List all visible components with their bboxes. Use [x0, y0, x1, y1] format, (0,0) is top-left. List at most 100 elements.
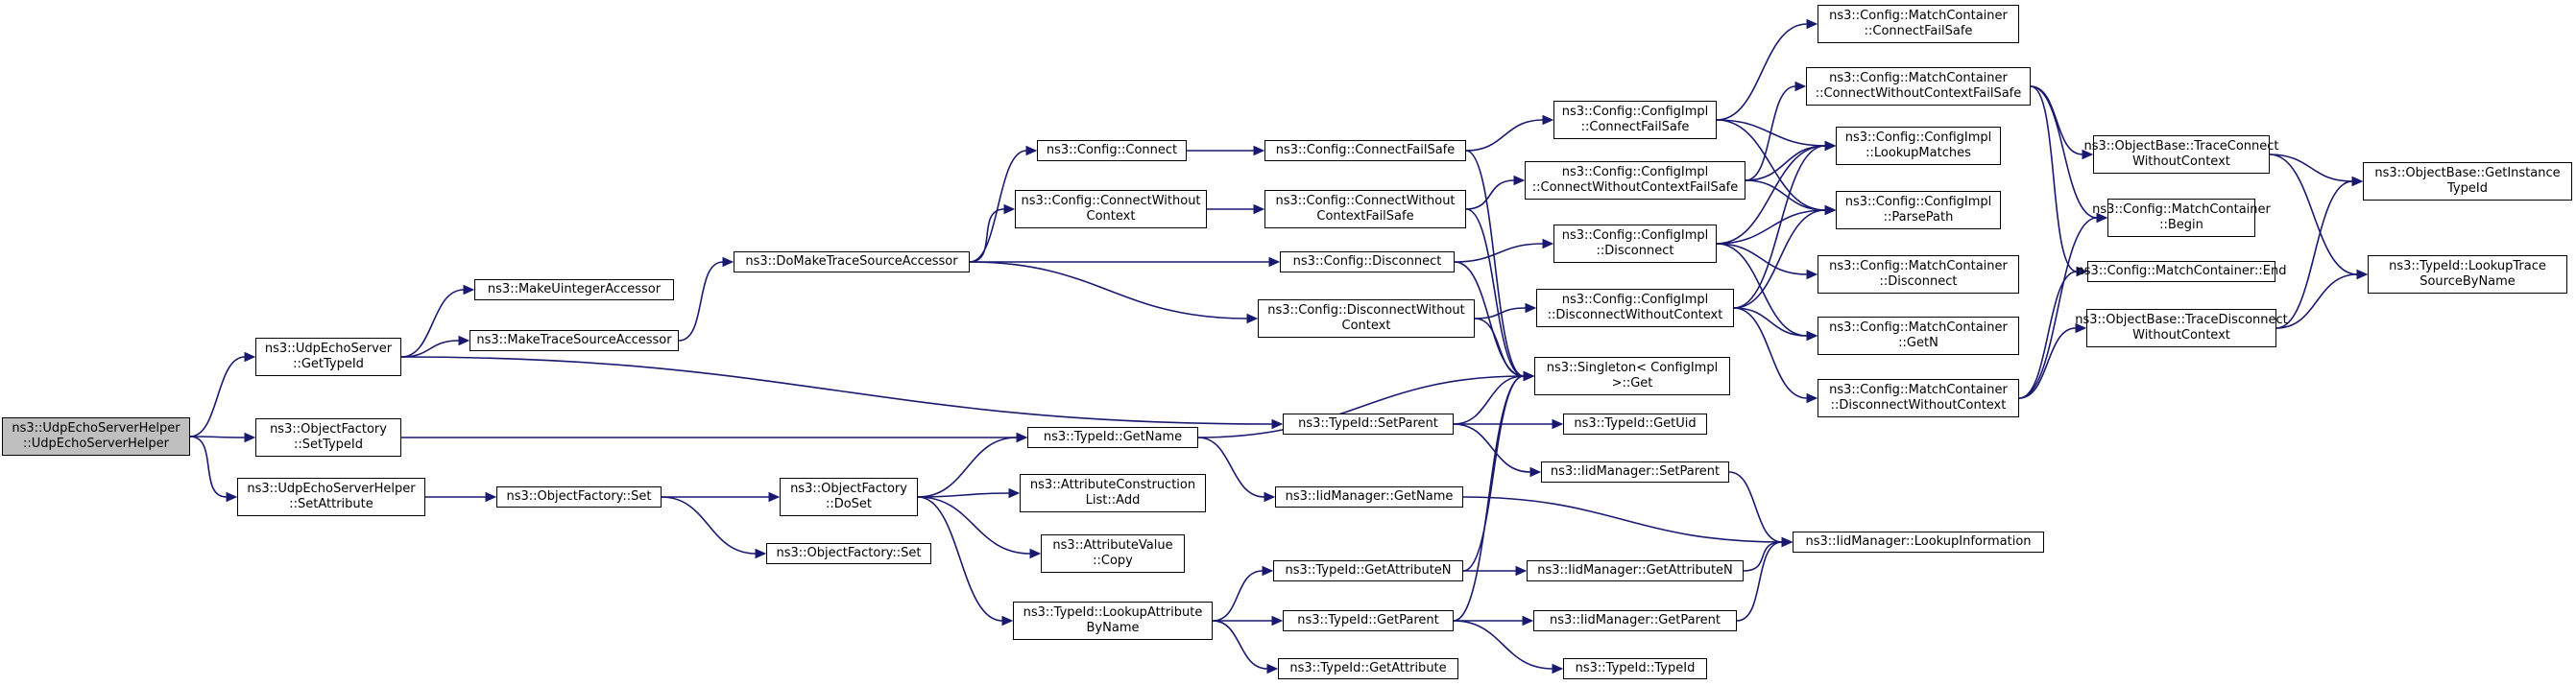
graph-edge-arrowhead	[1266, 663, 1279, 674]
graph-edge-configimpl-connectfailsafe-to-configimpl-parsepath	[1716, 119, 1826, 211]
graph-edge-arrowhead	[1542, 114, 1554, 126]
graph-node-label: SourceByName	[2420, 274, 2516, 289]
graph-node-attributevalue-copy[interactable]: ns3::AttributeValue::Copy	[1041, 534, 1185, 573]
graph-edge-arrowhead	[1271, 615, 1284, 627]
graph-node-config-connectfailsafe[interactable]: ns3::Config::ConnectFailSafe	[1264, 140, 1466, 161]
graph-node-label: ns3::TypeId::GetAttributeN	[1285, 563, 1452, 578]
graph-node-typeid-getname[interactable]: ns3::TypeId::GetName	[1027, 427, 1198, 448]
graph-node-typeid-getattribute[interactable]: ns3::TypeId::GetAttribute	[1278, 658, 1458, 679]
graph-edge-arrowhead	[1794, 81, 1807, 92]
graph-node-configimpl-lookupmatches[interactable]: ns3::Config::ConfigImpl::LookupMatches	[1836, 127, 2001, 165]
graph-edge-objectbase-traceconnectwithoutcontext-to-typeid-lookuptracesourcebyname	[2269, 154, 2358, 275]
graph-node-label: ns3::Config::ConnectWithout	[1021, 194, 1201, 208]
graph-node-typeid-setparent[interactable]: ns3::TypeId::SetParent	[1283, 414, 1454, 435]
graph-node-matchcontainer-disconnect[interactable]: ns3::Config::MatchContainer::Disconnect	[1818, 255, 2019, 294]
graph-node-objectfactory-set-b[interactable]: ns3::ObjectFactory::Set	[766, 543, 931, 564]
graph-edge-arrowhead	[2076, 266, 2088, 277]
graph-node-label: ns3::UdpEchoServerHelper	[12, 421, 181, 436]
graph-edge-matchcontainer-connectwithoutcontextfailsafe-to-matchcontainer-begin	[2030, 85, 2098, 219]
graph-node-label: ::ConnectWithoutContextFailSafe	[1815, 86, 2022, 101]
graph-node-udpechoserverhelper-ctor: ns3::UdpEchoServerHelper::UdpEchoServerH…	[2, 417, 190, 456]
graph-node-label: ns3::TypeId::LookupTrace	[2389, 259, 2546, 273]
graph-edge-arrowhead	[1552, 418, 1564, 430]
graph-edge-arrowhead	[463, 284, 475, 296]
graph-node-typeid-getparent[interactable]: ns3::TypeId::GetParent	[1283, 610, 1454, 631]
graph-node-typeid-getuid[interactable]: ns3::TypeId::GetUid	[1563, 414, 1707, 435]
graph-edge-matchcontainer-disconnectwithoutcontext-to-objectbase-tracedisconnectwithoutcontext	[2018, 327, 2077, 399]
graph-edge-arrowhead	[1806, 269, 1818, 280]
graph-edge-udpechoserverhelper-ctor-to-udpechoserverhelper-setattribute	[189, 436, 228, 498]
graph-node-configimpl-connectwithoutcontextfailsafe[interactable]: ns3::Config::ConfigImpl::ConnectWithoutC…	[1525, 161, 1745, 200]
graph-node-label: ns3::IidManager::GetName	[1285, 489, 1454, 504]
graph-node-matchcontainer-end[interactable]: ns3::Config::MatchContainer::End	[2077, 261, 2286, 282]
graph-node-typeid-getattributen[interactable]: ns3::TypeId::GetAttributeN	[1273, 560, 1463, 581]
graph-node-objectfactory-set-a[interactable]: ns3::ObjectFactory::Set	[496, 486, 662, 508]
graph-node-label: ::GetTypeId	[293, 357, 364, 371]
graph-node-configimpl-disconnect[interactable]: ns3::Config::ConfigImpl::Disconnect	[1553, 225, 1717, 263]
graph-node-label: ns3::TypeId::TypeId	[1575, 661, 1696, 675]
graph-node-maketracesourceaccessor[interactable]: ns3::MakeTraceSourceAccessor	[469, 330, 679, 351]
graph-node-udpechoserverhelper-setattribute[interactable]: ns3::UdpEchoServerHelper::SetAttribute	[237, 478, 425, 516]
graph-edge-arrowhead	[485, 491, 497, 503]
graph-node-iidmanager-lookupinformation[interactable]: ns3::IidManager::LookupInformation	[1793, 532, 2044, 553]
graph-node-label: ns3::AttributeConstruction	[1029, 478, 1196, 492]
graph-edge-domaketracesourceaccessor-to-config-connect	[969, 150, 1027, 263]
graph-edge-iidmanager-getparent-to-iidmanager-lookupinformation	[1736, 541, 1783, 622]
graph-node-configimpl-disconnectwithoutcontext[interactable]: ns3::Config::ConfigImpl::DisconnectWitho…	[1536, 289, 1734, 327]
graph-node-objectfactory-doset[interactable]: ns3::ObjectFactory::DoSet	[780, 478, 918, 516]
graph-node-configimpl-parsepath[interactable]: ns3::Config::ConfigImpl::ParsePath	[1836, 191, 2001, 229]
graph-node-label: ::LookupMatches	[1866, 146, 1971, 160]
graph-edge-typeid-lookupattributebyname-to-typeid-getattribute	[1212, 620, 1268, 670]
graph-edge-config-connectwithoutcontextfailsafe-to-singleton-get	[1465, 208, 1525, 377]
graph-edge-arrowhead	[768, 491, 781, 503]
graph-node-matchcontainer-getn[interactable]: ns3::Config::MatchContainer::GetN	[1818, 317, 2019, 355]
graph-edge-configimpl-disconnectwithoutcontext-to-configimpl-lookupmatches	[1733, 145, 1826, 309]
graph-node-objectfactory-settypeid[interactable]: ns3::ObjectFactory::SetTypeId	[255, 418, 401, 457]
graph-node-makeuintegeraccessor[interactable]: ns3::MakeUintegerAccessor	[474, 279, 674, 300]
graph-edge-arrowhead	[1008, 487, 1021, 499]
graph-node-matchcontainer-begin[interactable]: ns3::Config::MatchContainer::Begin	[2092, 199, 2271, 237]
graph-edge-arrowhead	[1029, 548, 1042, 559]
graph-node-config-connect[interactable]: ns3::Config::Connect	[1037, 140, 1187, 161]
graph-edge-arrowhead	[1806, 392, 1818, 404]
graph-node-label: ContextFailSafe	[1316, 209, 1414, 224]
graph-node-typeid-typeid[interactable]: ns3::TypeId::TypeId	[1563, 658, 1707, 679]
graph-node-matchcontainer-connectfailsafe[interactable]: ns3::Config::MatchContainer::ConnectFail…	[1818, 5, 2019, 43]
graph-edge-arrowhead	[226, 491, 238, 503]
graph-edge-arrowhead	[1781, 536, 1794, 548]
graph-node-label: ns3::MakeUintegerAccessor	[487, 282, 662, 296]
graph-node-iidmanager-getattributen[interactable]: ns3::IidManager::GetAttributeN	[1527, 560, 1744, 581]
graph-edge-config-connectfailsafe-to-configimpl-connectfailsafe	[1465, 119, 1544, 152]
graph-node-label: ns3::UdpEchoServerHelper	[247, 482, 416, 496]
graph-node-label: ns3::Config::ConnectWithout	[1275, 194, 1456, 208]
graph-node-label: ns3::TypeId::LookupAttribute	[1023, 605, 1203, 620]
graph-edge-domaketracesourceaccessor-to-config-connectwithoutcontext	[969, 208, 1005, 263]
graph-node-iidmanager-getparent[interactable]: ns3::IidManager::GetParent	[1533, 610, 1737, 631]
graph-edge-arrowhead	[1271, 418, 1284, 430]
graph-edge-typeid-getparent-to-singleton-get	[1453, 375, 1525, 622]
graph-edge-arrowhead	[1253, 145, 1265, 156]
graph-node-domaketracesourceaccessor[interactable]: ns3::DoMakeTraceSourceAccessor	[734, 251, 970, 272]
graph-edge-typeid-getparent-to-typeid-typeid	[1453, 620, 1553, 670]
graph-node-configimpl-connectfailsafe[interactable]: ns3::Config::ConfigImpl::ConnectFailSafe	[1553, 101, 1717, 139]
graph-node-udpechoserver-gettypeid[interactable]: ns3::UdpEchoServer::GetTypeId	[255, 338, 401, 376]
graph-node-iidmanager-getname[interactable]: ns3::IidManager::GetName	[1275, 486, 1463, 508]
graph-node-label: ns3::IidManager::GetParent	[1549, 613, 1721, 627]
graph-node-iidmanager-setparent[interactable]: ns3::IidManager::SetParent	[1541, 461, 1729, 483]
graph-node-singleton-get[interactable]: ns3::Singleton< ConfigImpl>::Get	[1534, 357, 1730, 395]
graph-edge-typeid-getattributen-to-singleton-get	[1462, 375, 1525, 572]
graph-node-matchcontainer-connectwithoutcontextfailsafe[interactable]: ns3::Config::MatchContainer::ConnectWith…	[1806, 67, 2031, 106]
graph-node-label: ns3::Config::ConfigImpl	[1844, 130, 1992, 145]
graph-node-matchcontainer-disconnectwithoutcontext[interactable]: ns3::Config::MatchContainer::DisconnectW…	[1818, 379, 2019, 417]
graph-edge-arrowhead	[1824, 204, 1837, 216]
graph-node-config-disconnect[interactable]: ns3::Config::Disconnect	[1280, 251, 1455, 272]
